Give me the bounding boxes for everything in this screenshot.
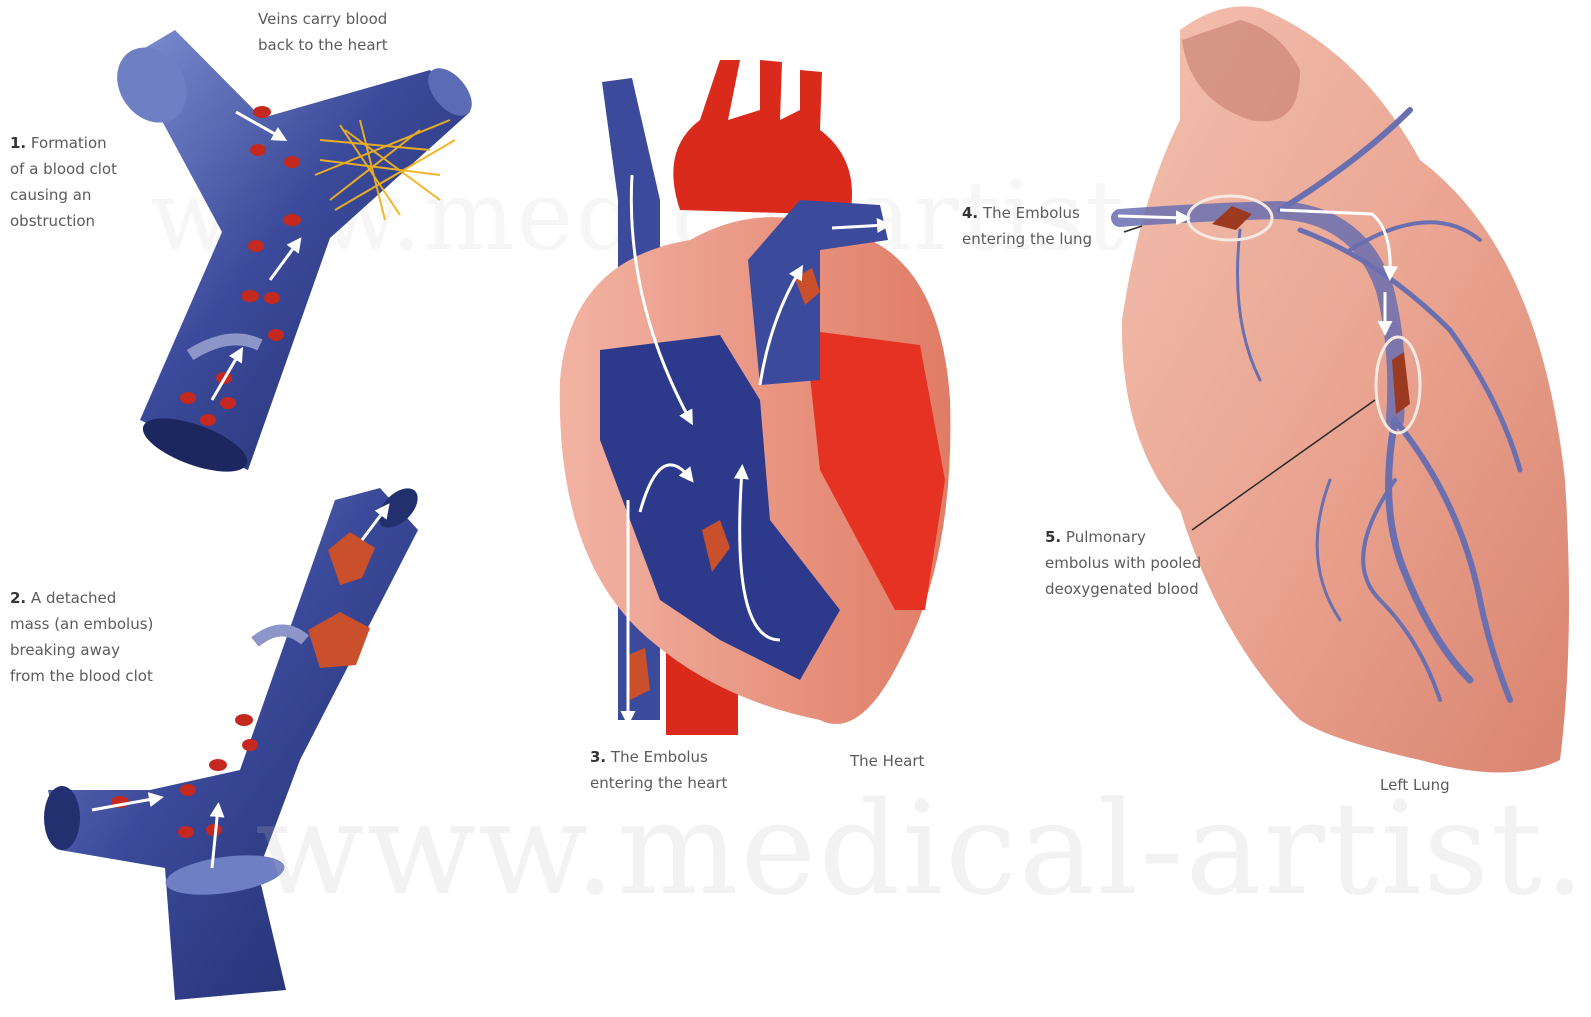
label-step-2: 2. A detached mass (an embolus) breaking…: [10, 585, 153, 689]
label-step-3: 3. The Embolus entering the heart: [590, 744, 727, 796]
label-step-1: 1. Formation of a blood clot causing an …: [10, 130, 117, 234]
label-step-5: 5. Pulmonary embolus with pooled deoxyge…: [1045, 524, 1201, 602]
label-veins-carry-blood: Veins carry blood back to the heart: [258, 6, 388, 58]
label-the-heart: The Heart: [850, 748, 924, 774]
heart: [560, 60, 951, 735]
vein-segment-clot: [103, 30, 480, 483]
left-lung: [1118, 6, 1569, 772]
vein-segment-embolus: [44, 481, 425, 1000]
label-left-lung: Left Lung: [1380, 772, 1450, 798]
label-step-4: 4. The Embolus entering the lung: [962, 200, 1092, 252]
